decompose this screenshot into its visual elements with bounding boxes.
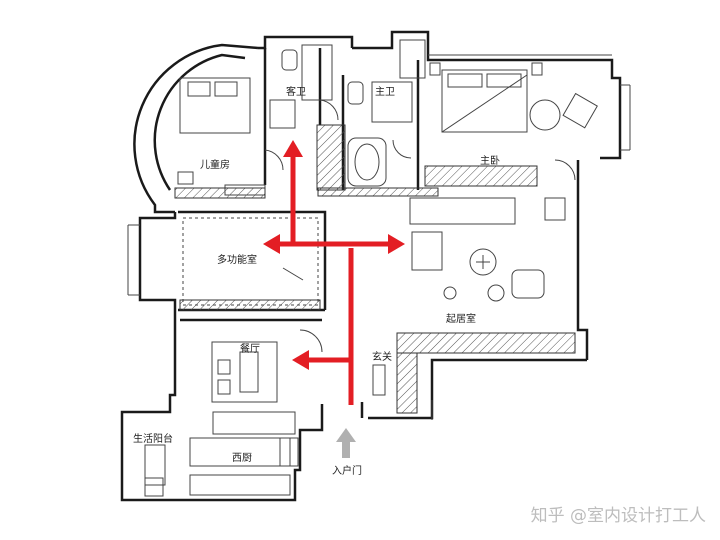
label-master-bath: 主卫 bbox=[375, 87, 395, 98]
label-multi-room: 多功能室 bbox=[217, 255, 257, 266]
watermark: 知乎 @室内设计打工人 bbox=[530, 506, 706, 526]
entrance-arrow-icon bbox=[336, 428, 356, 458]
label-entrance: 入户门 bbox=[332, 466, 362, 477]
label-foyer: 玄关 bbox=[372, 352, 392, 363]
label-laundry-balcony: 生活阳台 bbox=[133, 434, 173, 445]
arrow-head-up bbox=[283, 140, 303, 157]
label-master-bedroom: 主卧 bbox=[480, 156, 500, 167]
hatched-cabinets bbox=[174, 124, 576, 414]
walls bbox=[120, 30, 622, 502]
label-guest-bath: 客卫 bbox=[286, 87, 306, 98]
label-dining-room: 餐厅 bbox=[240, 344, 260, 355]
label-kids-room: 儿童房 bbox=[200, 160, 230, 171]
label-living-room: 起居室 bbox=[446, 314, 476, 325]
label-kitchen: 西厨 bbox=[232, 453, 252, 464]
arrow-head-dining bbox=[292, 350, 309, 370]
circulation-arrows bbox=[263, 140, 405, 405]
arrow-head-left bbox=[263, 234, 280, 254]
fixture-lines bbox=[127, 39, 631, 497]
arrow-head-right bbox=[388, 234, 405, 254]
